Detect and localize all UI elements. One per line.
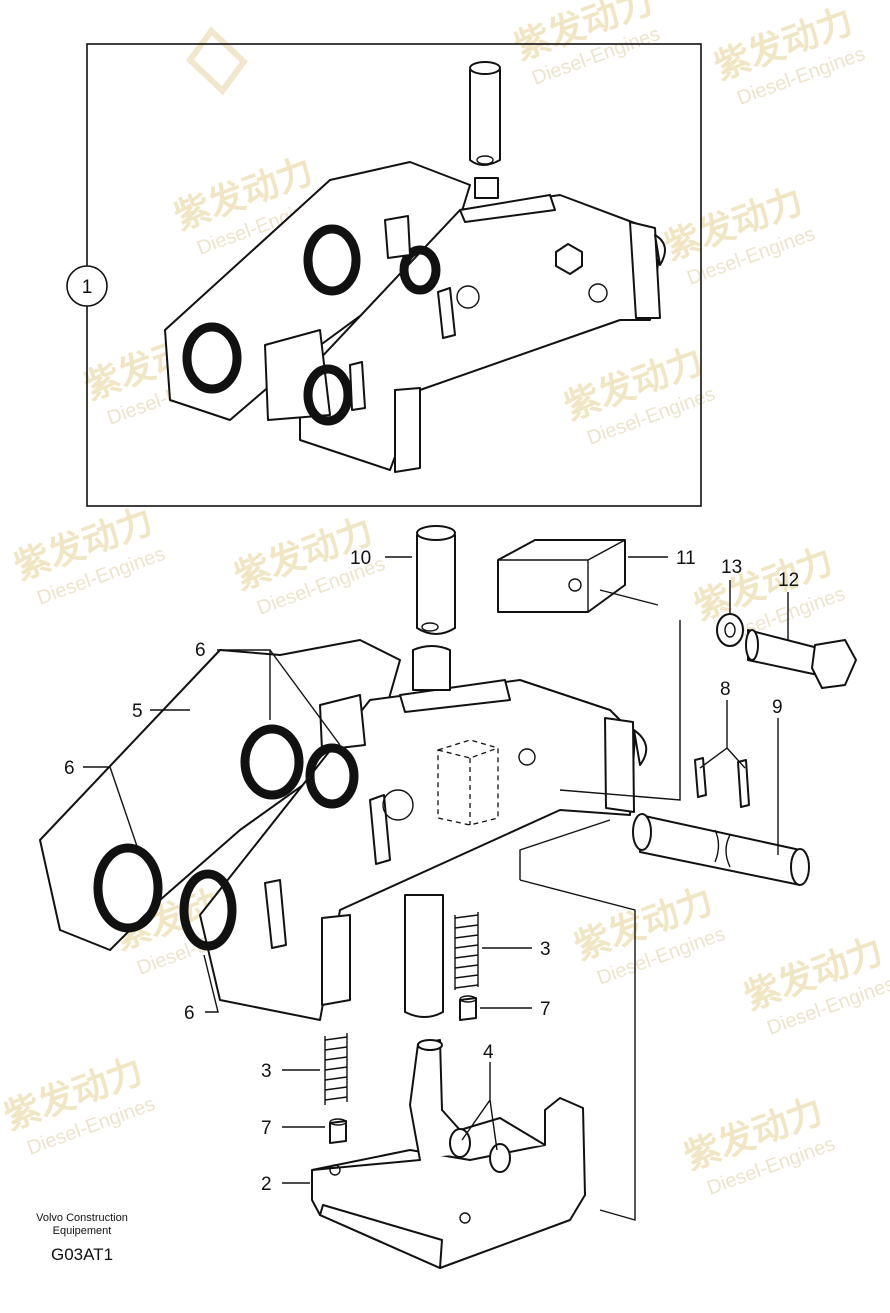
part-labels: 10 11 13 12 6 5 6 6 8 9 3 7 4 3 7 2	[64, 548, 799, 1195]
label-6-bottom: 6	[184, 1003, 195, 1024]
assembly-callout: 1	[82, 277, 93, 298]
drawing-code: G03AT1	[51, 1245, 113, 1264]
bracket-lines	[519, 589, 681, 1221]
exploded-coupler-body	[39, 639, 648, 1021]
label-13: 13	[721, 557, 742, 578]
label-7-left: 7	[261, 1118, 272, 1139]
part-10-pin	[412, 525, 456, 691]
label-3-right: 3	[540, 939, 551, 960]
callout-leaders	[83, 556, 789, 1184]
part-13-washer	[716, 613, 744, 647]
label-10: 10	[350, 548, 371, 569]
label-8: 8	[720, 679, 731, 700]
label-2: 2	[261, 1174, 272, 1195]
part-2-lock-plate	[311, 1039, 586, 1269]
label-11: 11	[676, 548, 696, 569]
footer: Volvo Construction Equipement G03AT1	[36, 1212, 128, 1264]
part-3-spring-upper	[454, 912, 479, 990]
part-11-block	[497, 539, 626, 613]
label-3-left: 3	[261, 1061, 272, 1082]
assembled-coupler	[164, 61, 666, 473]
label-4: 4	[483, 1042, 494, 1063]
label-7-right: 7	[540, 999, 551, 1020]
part-guide-rod	[404, 894, 444, 1018]
assembly-frame: 1	[66, 43, 702, 507]
label-5: 5	[132, 701, 143, 722]
label-6-left: 6	[64, 758, 75, 779]
label-6-top: 6	[195, 640, 206, 661]
part-12-bolt	[745, 629, 857, 689]
part-9-shaft	[632, 813, 810, 886]
part-8-pins	[694, 757, 750, 808]
label-12: 12	[778, 570, 799, 591]
part-7-plug-lower	[329, 1118, 347, 1144]
company-line-1: Volvo Construction	[36, 1212, 128, 1224]
company-line-2: Equipement	[53, 1225, 112, 1237]
part-3-spring-lower	[324, 1033, 348, 1105]
part-7-plug-upper	[459, 995, 477, 1021]
label-9: 9	[772, 697, 783, 718]
